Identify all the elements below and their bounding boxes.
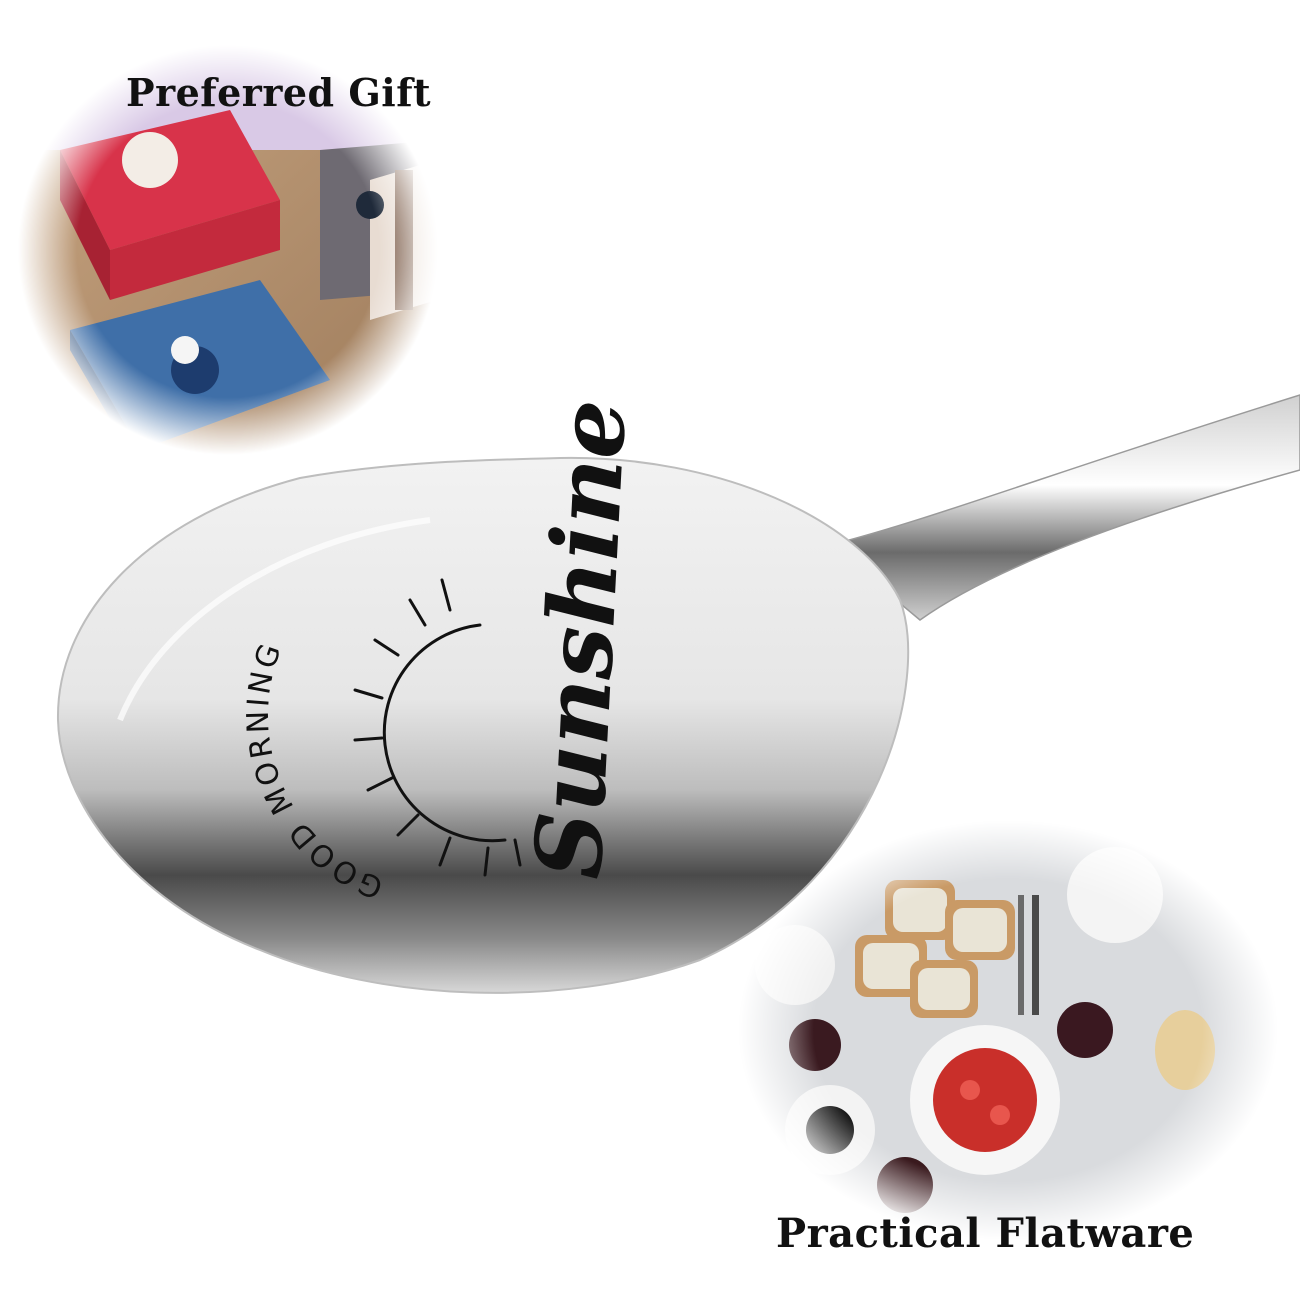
practical-flatware-caption: Practical Flatware [776, 1210, 1195, 1257]
gift-boxes-photo [10, 40, 470, 470]
engraved-spoon: GOOD MORNING Sunshine [56, 397, 910, 994]
spoon-handle [828, 394, 1300, 621]
half-sun-icon [353, 578, 522, 877]
preferred-gift-caption: Preferred Gift [126, 70, 432, 115]
breakfast-table-photo [730, 820, 1290, 1240]
script-engraving-text: Sunshine [514, 397, 647, 881]
